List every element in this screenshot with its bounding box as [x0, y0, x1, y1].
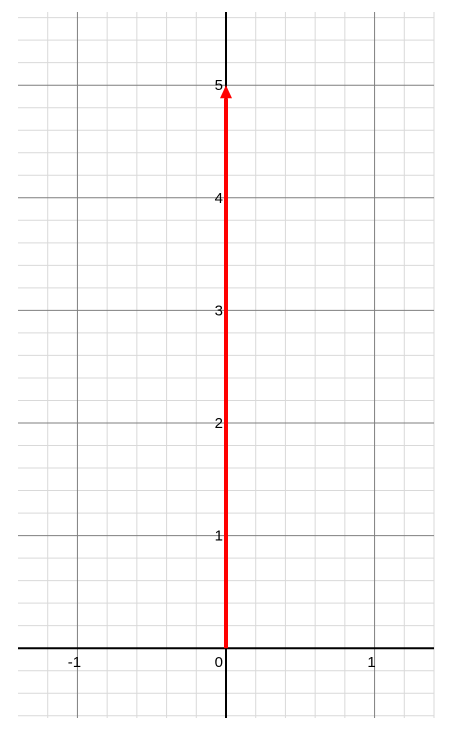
x-tick-label: -1 — [68, 654, 81, 671]
vector-arrowhead — [220, 85, 232, 99]
x-tick-label: 1 — [367, 654, 375, 671]
y-tick-label: 3 — [215, 302, 223, 319]
y-tick-label: 5 — [215, 77, 223, 94]
x-tick-label: 0 — [215, 654, 223, 671]
vectors — [220, 85, 232, 649]
y-tick-label: 4 — [215, 190, 223, 207]
y-tick-label: 1 — [215, 528, 223, 545]
y-tick-label: 2 — [215, 415, 223, 432]
tick-labels: -1 0 1 1 2 3 4 5 — [68, 77, 376, 671]
